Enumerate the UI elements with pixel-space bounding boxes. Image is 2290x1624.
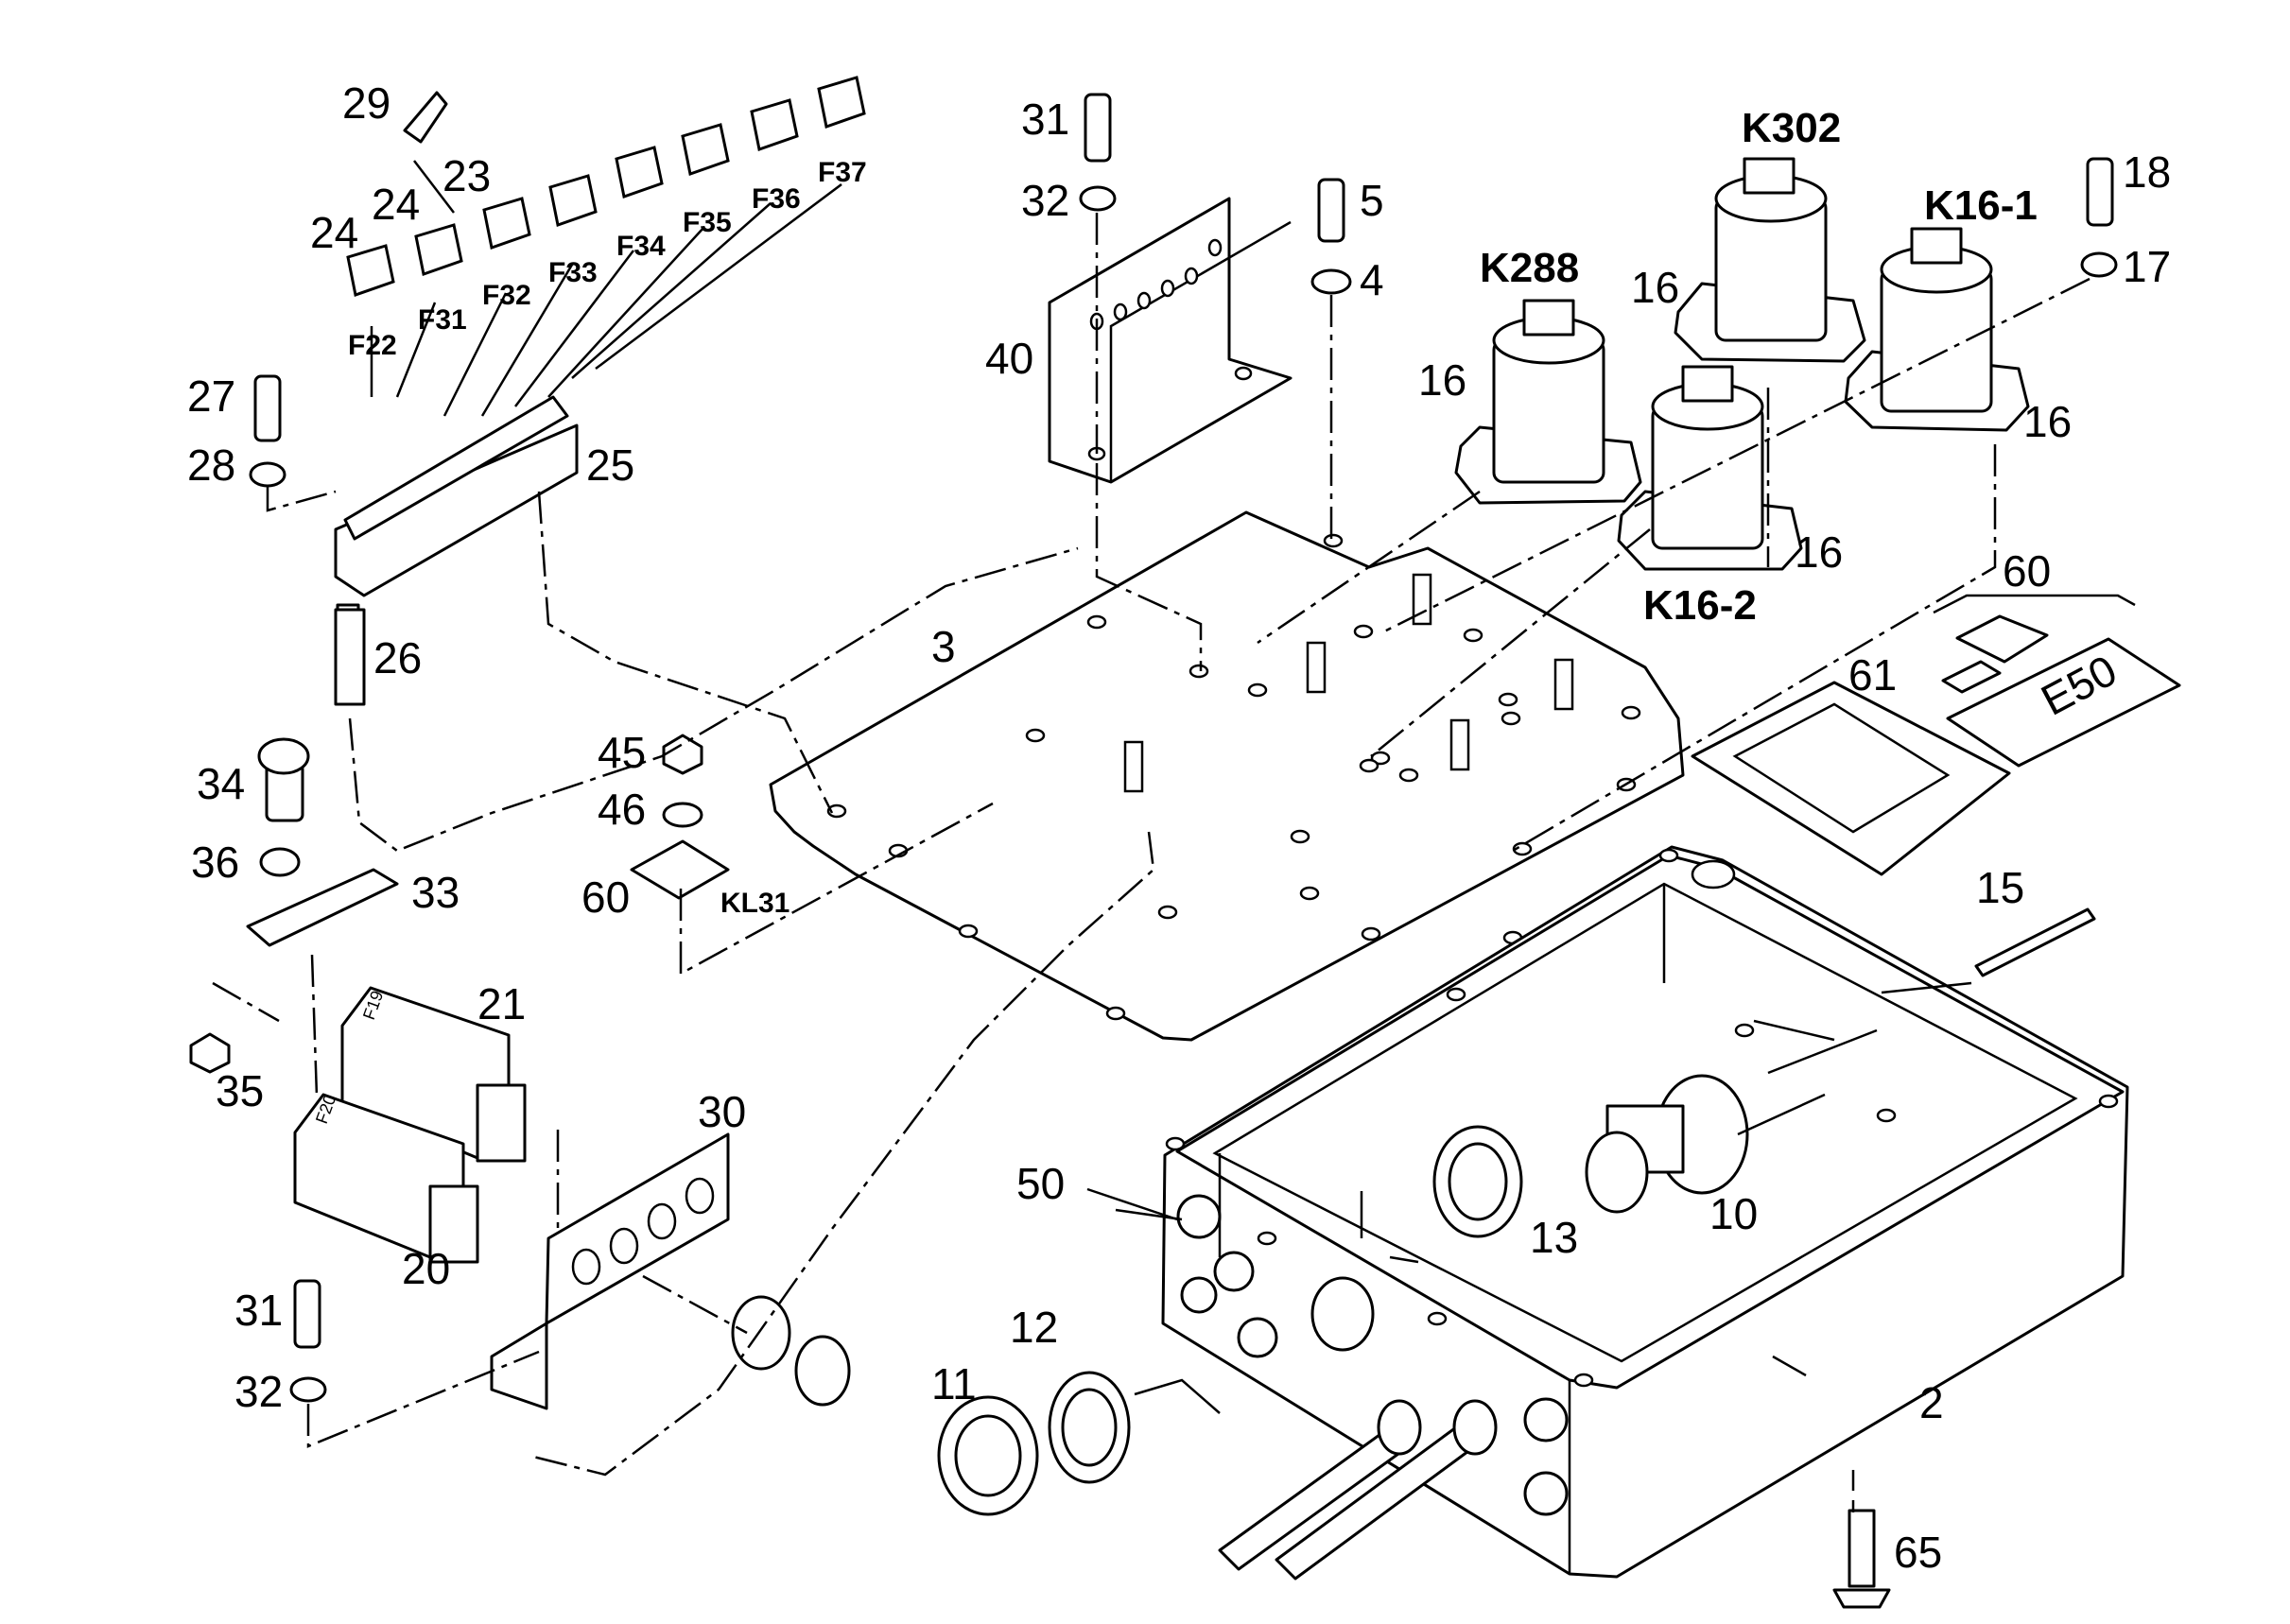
label-f36: F36 [752,183,801,215]
relay-k16-2 [1617,365,1803,571]
label-65: 65 [1894,1528,1942,1577]
label-12: 12 [1010,1303,1058,1352]
label-10: 10 [1709,1189,1758,1238]
relay-k16-1 [1844,227,2030,432]
label-18: 18 [2123,147,2171,197]
label-16d: 16 [1795,527,1843,577]
fuse-holder [334,395,579,701]
label-13: 13 [1530,1213,1578,1262]
label-45: 45 [598,728,646,777]
label-34: 34 [197,759,245,808]
label-17: 17 [2123,242,2171,291]
label-k16-1: K16-1 [1924,182,2038,229]
label-f31: F31 [418,304,467,336]
label-61: 61 [1848,650,1897,700]
label-16b: 16 [1631,263,1679,312]
circuit-board-61 [1691,681,2011,876]
mounting-plate [769,510,1685,1042]
connector [1432,1074,1749,1238]
screw-31-washer-32-lower [289,1279,327,1403]
label-15: 15 [1976,863,2024,912]
relay-labels: K288 K302 K16-1 K16-2 [1480,105,2038,629]
label-33: 33 [411,868,460,917]
label-20: 20 [402,1244,450,1293]
label-k16-2: K16-2 [1643,582,1757,629]
label-32a: 32 [1021,176,1069,225]
label-40: 40 [985,334,1033,383]
label-35: 35 [216,1066,264,1115]
bracket-30 [490,1132,730,1410]
label-5: 5 [1360,176,1384,225]
label-4: 4 [1360,255,1384,304]
label-k288: K288 [1480,245,1579,291]
label-24a: 24 [310,208,358,257]
label-60a: 60 [581,872,630,922]
label-24b: 24 [372,180,420,229]
bracket-40 [1048,197,1292,484]
leader-lines [212,160,2090,1512]
cable-glands [1218,1399,1498,1581]
label-3: 3 [931,622,956,671]
nuts-30 [731,1295,851,1407]
label-f35: F35 [683,207,732,238]
fuse-body-f20 [293,1093,479,1264]
fuse-labels: F22 F31 F32 F33 F34 F35 F36 F37 [348,157,867,361]
label-32b: 32 [234,1367,283,1416]
fuse-clip-29 [403,91,448,144]
label-f37: F37 [818,157,867,188]
label-31b: 31 [234,1286,283,1335]
label-f22: F22 [348,330,397,361]
label-23: 23 [442,151,491,200]
terminal-kl31 [630,734,730,900]
label-21: 21 [477,979,526,1028]
fuses [346,76,866,297]
nut-and-washer [937,1371,1131,1516]
label-plates-60 [1933,594,2181,768]
label-29: 29 [342,78,390,128]
label-25: 25 [586,441,634,490]
label-28: 28 [187,441,235,490]
label-60b: 60 [2003,546,2051,596]
label-f33: F33 [548,257,598,288]
relay-k288 [1454,299,1642,505]
label-2: 2 [1919,1378,1944,1427]
label-kl31: KL31 [720,888,789,919]
label-f32: F32 [482,280,531,311]
label-f34: F34 [616,231,666,262]
screws-left [189,374,399,1074]
label-30: 30 [698,1087,746,1136]
label-11: 11 [931,1359,977,1408]
label-16a: 16 [1418,355,1466,405]
label-36: 36 [191,838,239,887]
relay-k302 [1674,157,1866,363]
screw-65 [1832,1509,1891,1609]
label-26: 26 [373,633,422,682]
label-31a: 31 [1021,95,1069,144]
label-27: 27 [187,371,235,421]
label-k302: K302 [1742,105,1841,151]
label-46: 46 [598,785,646,834]
label-16c: 16 [2023,397,2072,446]
label-50: 50 [1016,1159,1065,1208]
part-number-labels: 2 3 4 5 10 11 12 13 15 16 16 16 16 17 18… [187,78,2171,1577]
wire [1974,907,2096,977]
standoff-26 [334,608,366,706]
screws-top [1079,93,2118,295]
